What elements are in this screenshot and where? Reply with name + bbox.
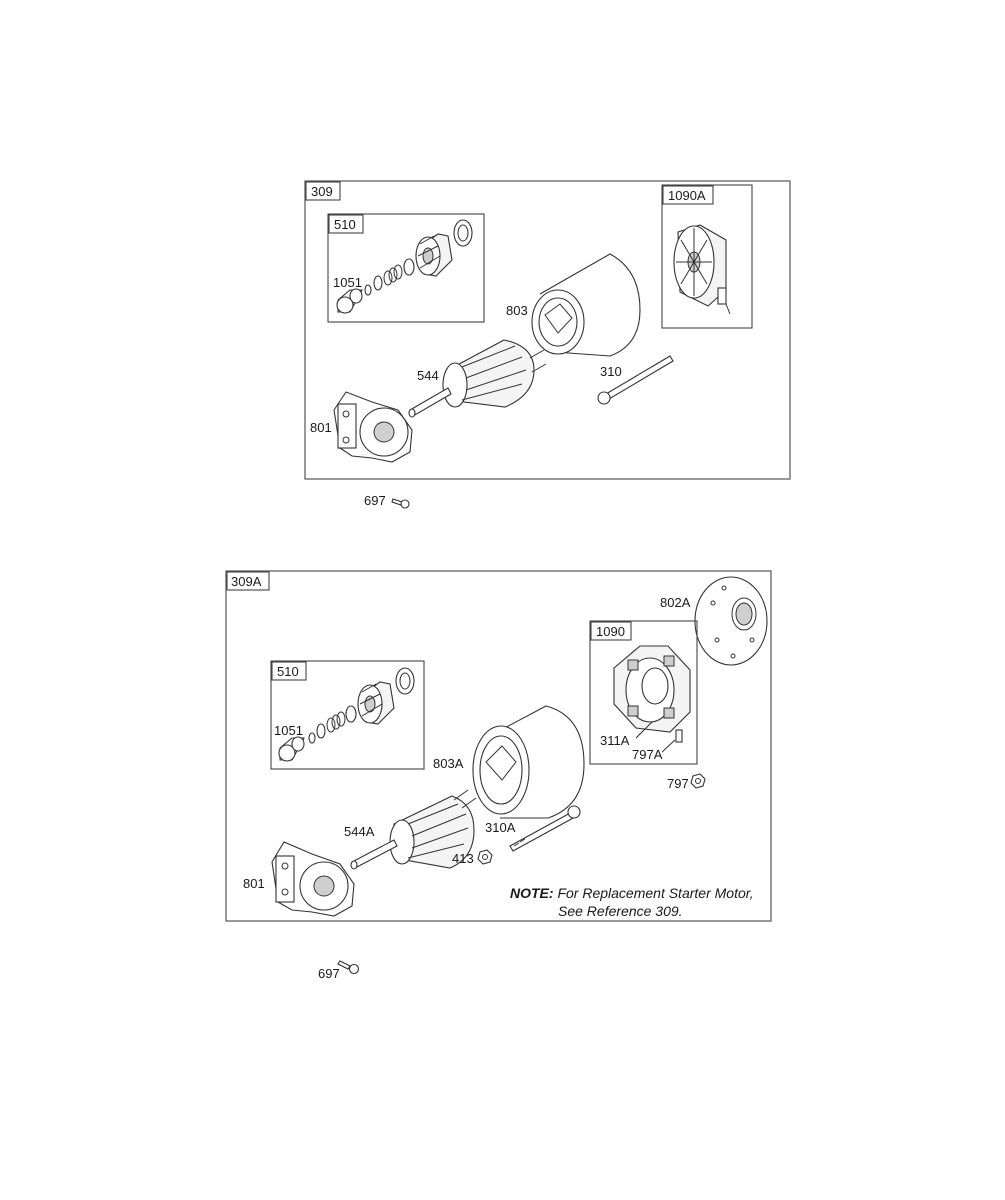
label-1051-a: 1051 (274, 723, 303, 738)
pinion-kit-510-a-frame (270, 660, 425, 770)
label-797A: 797A (632, 747, 663, 762)
motor-housing-803 (531, 253, 641, 357)
assembly-309A-frame (225, 570, 772, 922)
motor-housing-803A (472, 705, 585, 819)
brush-kit-1090-tag-box (590, 621, 632, 641)
pinion-kit-510: 510 1051 (327, 213, 485, 323)
drive-end-cap-801 (333, 391, 413, 463)
brush-kit-1090A-tag: 1090A (668, 188, 706, 203)
pinion-kit-510-a-tag: 510 (277, 664, 299, 679)
armature-544 (408, 339, 547, 418)
retainer-ring (364, 284, 372, 296)
label-310: 310 (600, 364, 622, 379)
assembly-309-frame (304, 180, 791, 480)
label-310A: 310A (485, 820, 516, 835)
note-label: NOTE: (510, 885, 554, 901)
assembly-309A: 309A 802A 510 1051 (225, 570, 772, 922)
label-413: 413 (452, 851, 474, 866)
assembly-309-tag: 309 (311, 184, 333, 199)
retainer-ring-a (308, 732, 316, 744)
thrust-washer-a (395, 667, 415, 695)
assembly-309: 309 510 1051 (304, 180, 791, 480)
label-801-a: 801 (243, 876, 265, 891)
stop-collar-a (316, 723, 326, 739)
brush-kit-1090: 1090 311A 797A (589, 620, 698, 765)
brush-kit-1090A-frame (661, 184, 753, 329)
label-801: 801 (310, 420, 332, 435)
replacement-note-line-1: NOTE: For Replacement Starter Motor, (510, 885, 754, 901)
spring-part (383, 264, 403, 286)
label-697-bottom: 697 (318, 966, 340, 981)
assembly-309-tag-box (305, 181, 341, 201)
label-311A: 311A (600, 733, 630, 748)
armature-544A (350, 789, 477, 870)
spring-part-a (326, 711, 346, 733)
stop-collar (373, 275, 383, 291)
brush-kit-1090A-tag-box (662, 185, 714, 205)
thrust-washer (453, 219, 473, 247)
leader-797A (661, 739, 676, 753)
brush-kit-1090A: 1090A (661, 184, 753, 329)
end-plate-802A (694, 576, 768, 666)
pinion-kit-510-a-tag-box (271, 661, 307, 681)
label-803A: 803A (433, 756, 464, 771)
washer-part-a (345, 705, 357, 723)
drive-end-cap-801-a (271, 841, 355, 917)
bolt-697-top: 697 (364, 493, 410, 509)
sleeve-part (336, 288, 363, 314)
brush-holder (613, 645, 691, 743)
pinion-kit-510-a: 510 1051 (270, 660, 425, 770)
assembly-309A-tag-box (226, 571, 270, 591)
label-697-top: 697 (364, 493, 386, 508)
pinion-kit-510-tag-box (328, 214, 364, 234)
leader-311A (635, 721, 653, 739)
pinion-kit-510-tag: 510 (334, 217, 356, 232)
end-cap-brush-holder (673, 224, 731, 315)
label-1051: 1051 (333, 275, 362, 290)
pinion-gear (415, 233, 453, 277)
note-text-1: For Replacement Starter Motor, (554, 885, 754, 901)
label-797: 797 (667, 776, 689, 791)
sleeve-part-a (278, 736, 305, 762)
through-bolt-310 (597, 355, 674, 405)
nut-413 (477, 849, 493, 865)
label-803: 803 (506, 303, 528, 318)
brush-kit-1090-frame (589, 620, 698, 765)
label-544A: 544A (344, 824, 375, 839)
assembly-309A-tag: 309A (231, 574, 262, 589)
brush-kit-1090-tag: 1090 (596, 624, 625, 639)
bolt-697-bottom: 697 (318, 960, 360, 981)
washer-part (403, 258, 415, 276)
pinion-gear-a (357, 681, 395, 725)
nut-797 (690, 773, 706, 789)
label-544: 544 (417, 368, 439, 383)
pinion-kit-510-frame (327, 213, 485, 323)
label-802A: 802A (660, 595, 691, 610)
replacement-note-line-2: See Reference 309. (558, 903, 683, 919)
through-bolt-310A (509, 805, 581, 852)
